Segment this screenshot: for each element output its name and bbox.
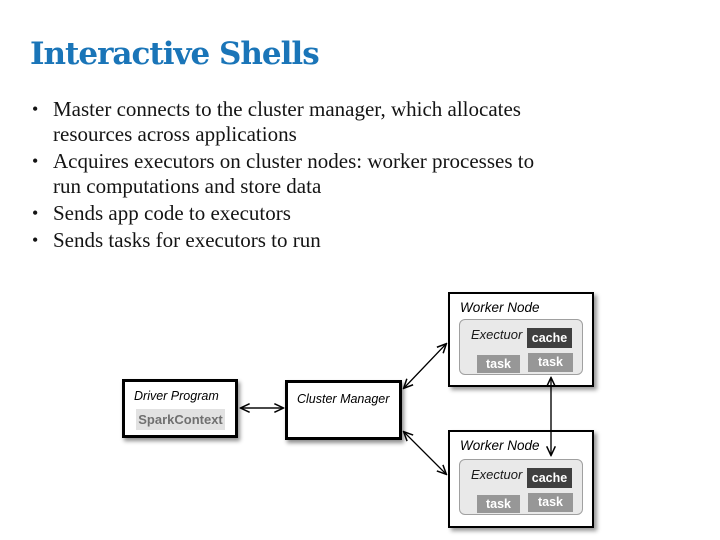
bullet-line: resources across applications bbox=[53, 122, 297, 146]
worker-node-1-box: Worker Node Exectuor cache task task bbox=[448, 292, 594, 387]
sparkcontext-box: SparkContext bbox=[136, 409, 225, 430]
bullet-item: Master connects to the cluster manager, … bbox=[30, 97, 690, 147]
worker-node-2-box: Worker Node Exectuor cache task task bbox=[448, 430, 594, 528]
arrow-cluster-worker2 bbox=[404, 432, 446, 474]
task-chip: task bbox=[477, 495, 520, 513]
bullet-item: Sends app code to executors bbox=[30, 201, 690, 226]
driver-program-label: Driver Program bbox=[134, 389, 219, 403]
bullet-line: run computations and store data bbox=[53, 174, 322, 198]
bullet-line: Master connects to the cluster manager, … bbox=[53, 97, 521, 121]
worker-node-label: Worker Node bbox=[460, 300, 540, 315]
executor-box: Exectuor cache task task bbox=[459, 319, 583, 375]
worker-node-label: Worker Node bbox=[460, 438, 540, 453]
task-chip: task bbox=[528, 353, 573, 372]
executor-label: Exectuor bbox=[471, 327, 523, 342]
cache-chip: cache bbox=[527, 328, 572, 348]
task-chip: task bbox=[477, 355, 520, 373]
slide-title: Interactive Shells bbox=[30, 36, 320, 72]
bullet-line: Acquires executors on cluster nodes: wor… bbox=[53, 149, 535, 173]
executor-box: Exectuor cache task task bbox=[459, 459, 583, 515]
arrow-cluster-worker1 bbox=[404, 344, 446, 388]
bullet-list: Master connects to the cluster manager, … bbox=[30, 97, 690, 255]
bullet-item: Sends tasks for executors to run bbox=[30, 228, 690, 253]
driver-program-box: Driver Program SparkContext bbox=[122, 379, 238, 438]
cluster-manager-label: Cluster Manager bbox=[297, 392, 390, 406]
bullet-item: Acquires executors on cluster nodes: wor… bbox=[30, 149, 690, 199]
bullet-line: Sends app code to executors bbox=[53, 201, 291, 225]
bullet-line: Sends tasks for executors to run bbox=[53, 228, 321, 252]
cluster-manager-box: Cluster Manager bbox=[285, 380, 402, 440]
task-chip: task bbox=[528, 493, 573, 512]
executor-label: Exectuor bbox=[471, 467, 523, 482]
cache-chip: cache bbox=[527, 468, 572, 488]
